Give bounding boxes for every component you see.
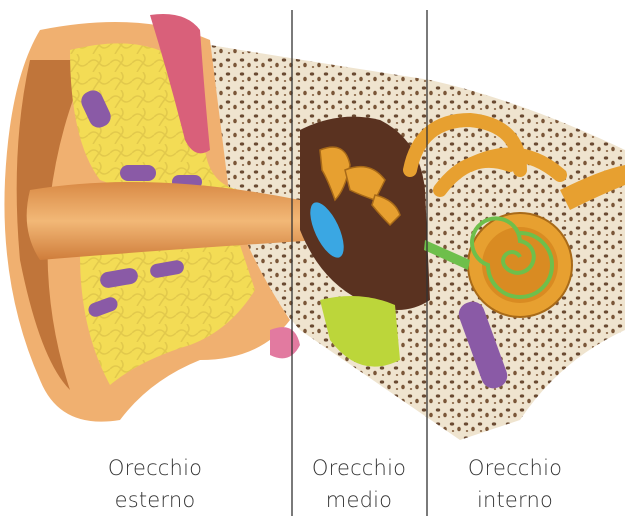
label-outer-ear: Orecchio esterno	[70, 452, 240, 516]
label-middle-ear: Orecchio medio	[294, 452, 424, 516]
label-inner-line2: interno	[430, 484, 600, 516]
label-inner-ear: Orecchio interno	[430, 452, 600, 516]
label-middle-line1: Orecchio	[294, 452, 424, 484]
pink-bottom-tissue	[270, 327, 300, 358]
label-inner-line1: Orecchio	[430, 452, 600, 484]
cochlea	[468, 213, 572, 317]
eustachian-region	[320, 296, 400, 367]
label-outer-line2: esterno	[70, 484, 240, 516]
label-outer-line1: Orecchio	[70, 452, 240, 484]
label-middle-line2: medio	[294, 484, 424, 516]
